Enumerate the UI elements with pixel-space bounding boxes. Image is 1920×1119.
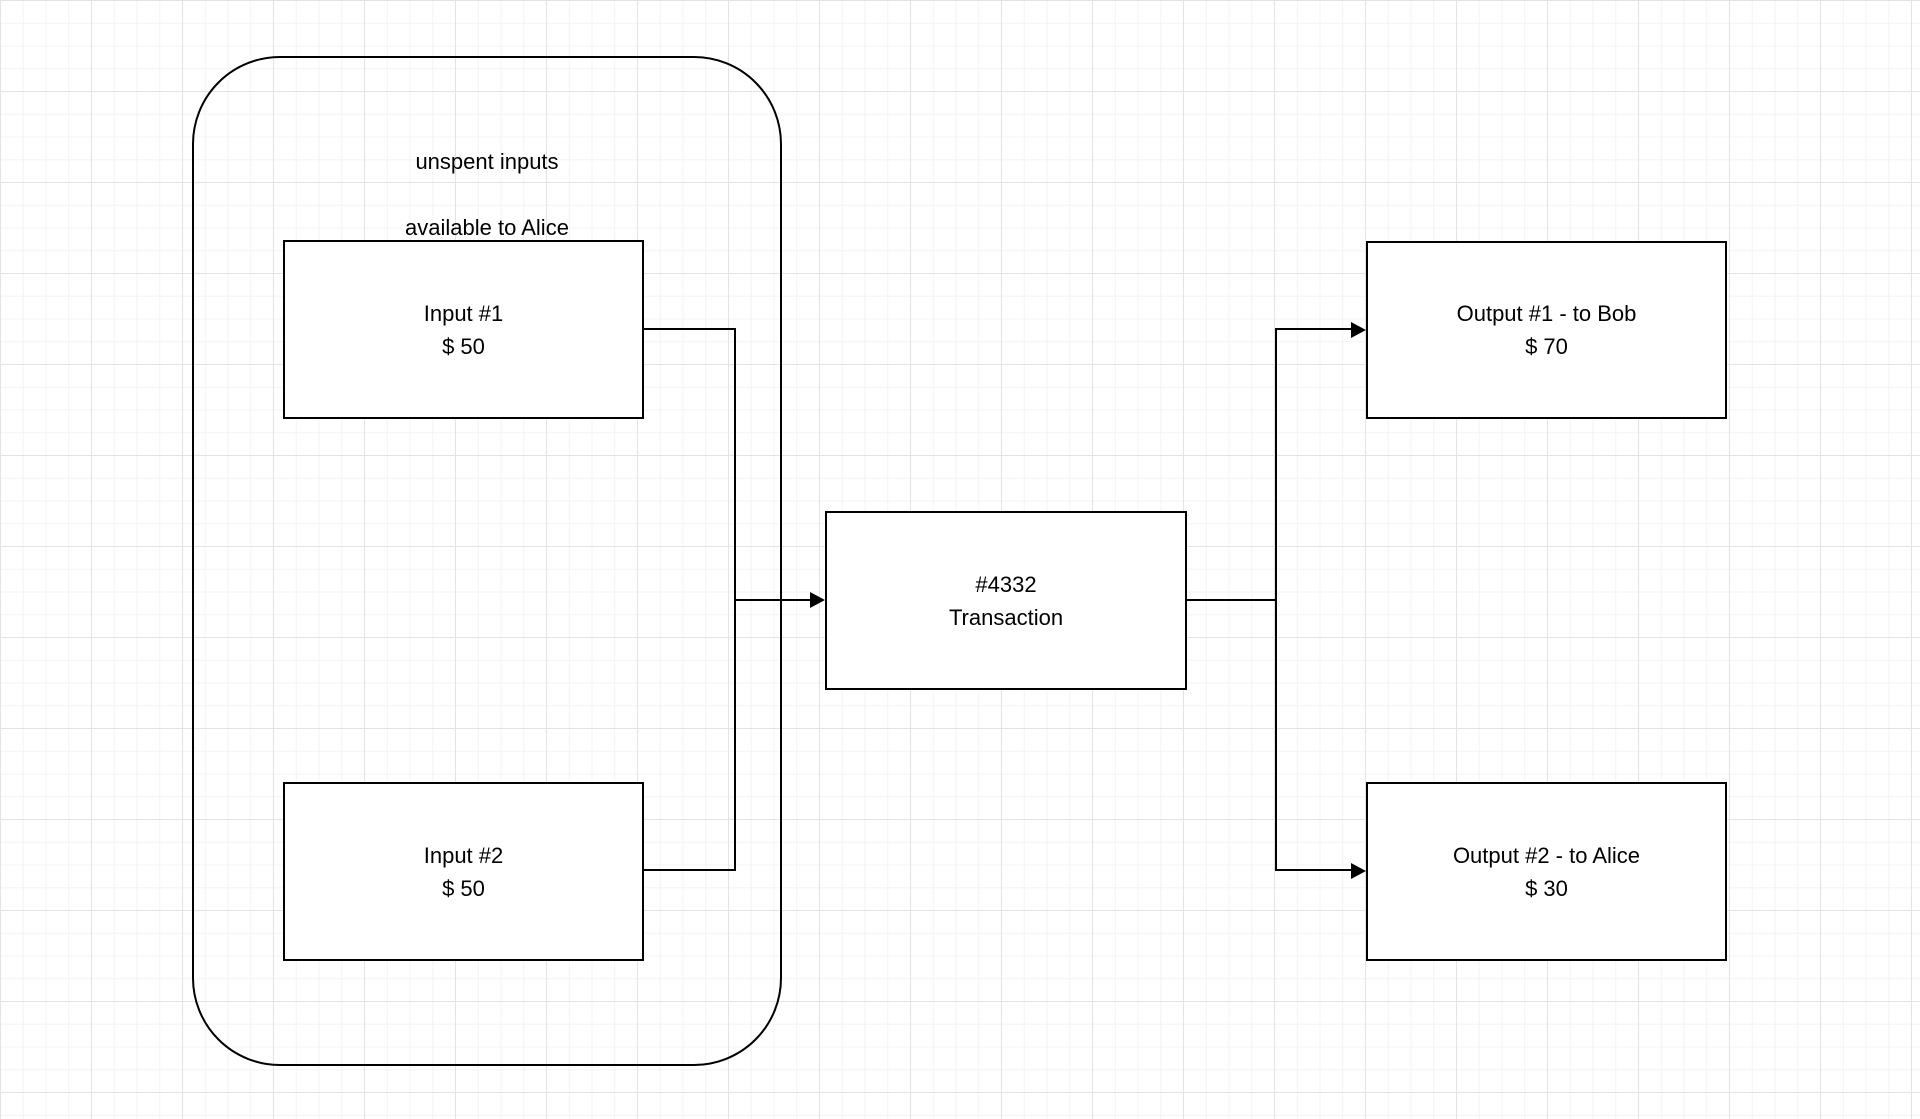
node-input1[interactable]: Input #1 $ 50 [283,240,644,419]
node-input2-amount: $ 50 [442,875,485,901]
edge-merge-transaction-h[interactable] [734,599,812,601]
group-unspent-inputs[interactable]: unspent inputs available to Alice [192,56,782,1066]
group-label-line2: available to Alice [405,215,569,240]
node-input1-amount: $ 50 [442,333,485,359]
node-transaction-id: #4332 [975,571,1037,597]
edge-transaction-output1-h[interactable] [1276,328,1352,330]
edge-input1-transaction-h[interactable] [644,328,735,330]
node-input2[interactable]: Input #2 $ 50 [283,782,644,961]
node-output2-amount: $ 30 [1525,875,1568,901]
edge-transaction-split-h[interactable] [1187,599,1277,601]
arrowhead-into-output2-icon[interactable] [1351,863,1366,879]
node-output2[interactable]: Output #2 - to Alice $ 30 [1366,782,1727,961]
node-transaction-label: Transaction [948,604,1064,630]
group-label: unspent inputs available to Alice [194,112,780,277]
group-label-line1: unspent inputs [415,149,559,174]
node-output1-amount: $ 70 [1525,334,1568,359]
node-input2-title: Input #2 [423,842,504,868]
node-output2-title: Output #2 - to Alice [1452,842,1641,868]
node-input1-title: Input #1 [423,300,504,326]
edge-input2-transaction-h[interactable] [644,869,735,871]
edge-outputs-split-v[interactable] [1275,328,1277,871]
arrowhead-into-transaction-icon[interactable] [810,592,825,608]
edge-transaction-output2-h[interactable] [1276,869,1352,871]
arrowhead-into-output1-icon[interactable] [1351,322,1366,338]
node-output1[interactable]: Output #1 - to Bob $ 70 [1366,241,1727,419]
node-transaction[interactable]: #4332 Transaction [825,511,1187,690]
node-output1-title: Output #1 - to Bob [1456,301,1637,326]
